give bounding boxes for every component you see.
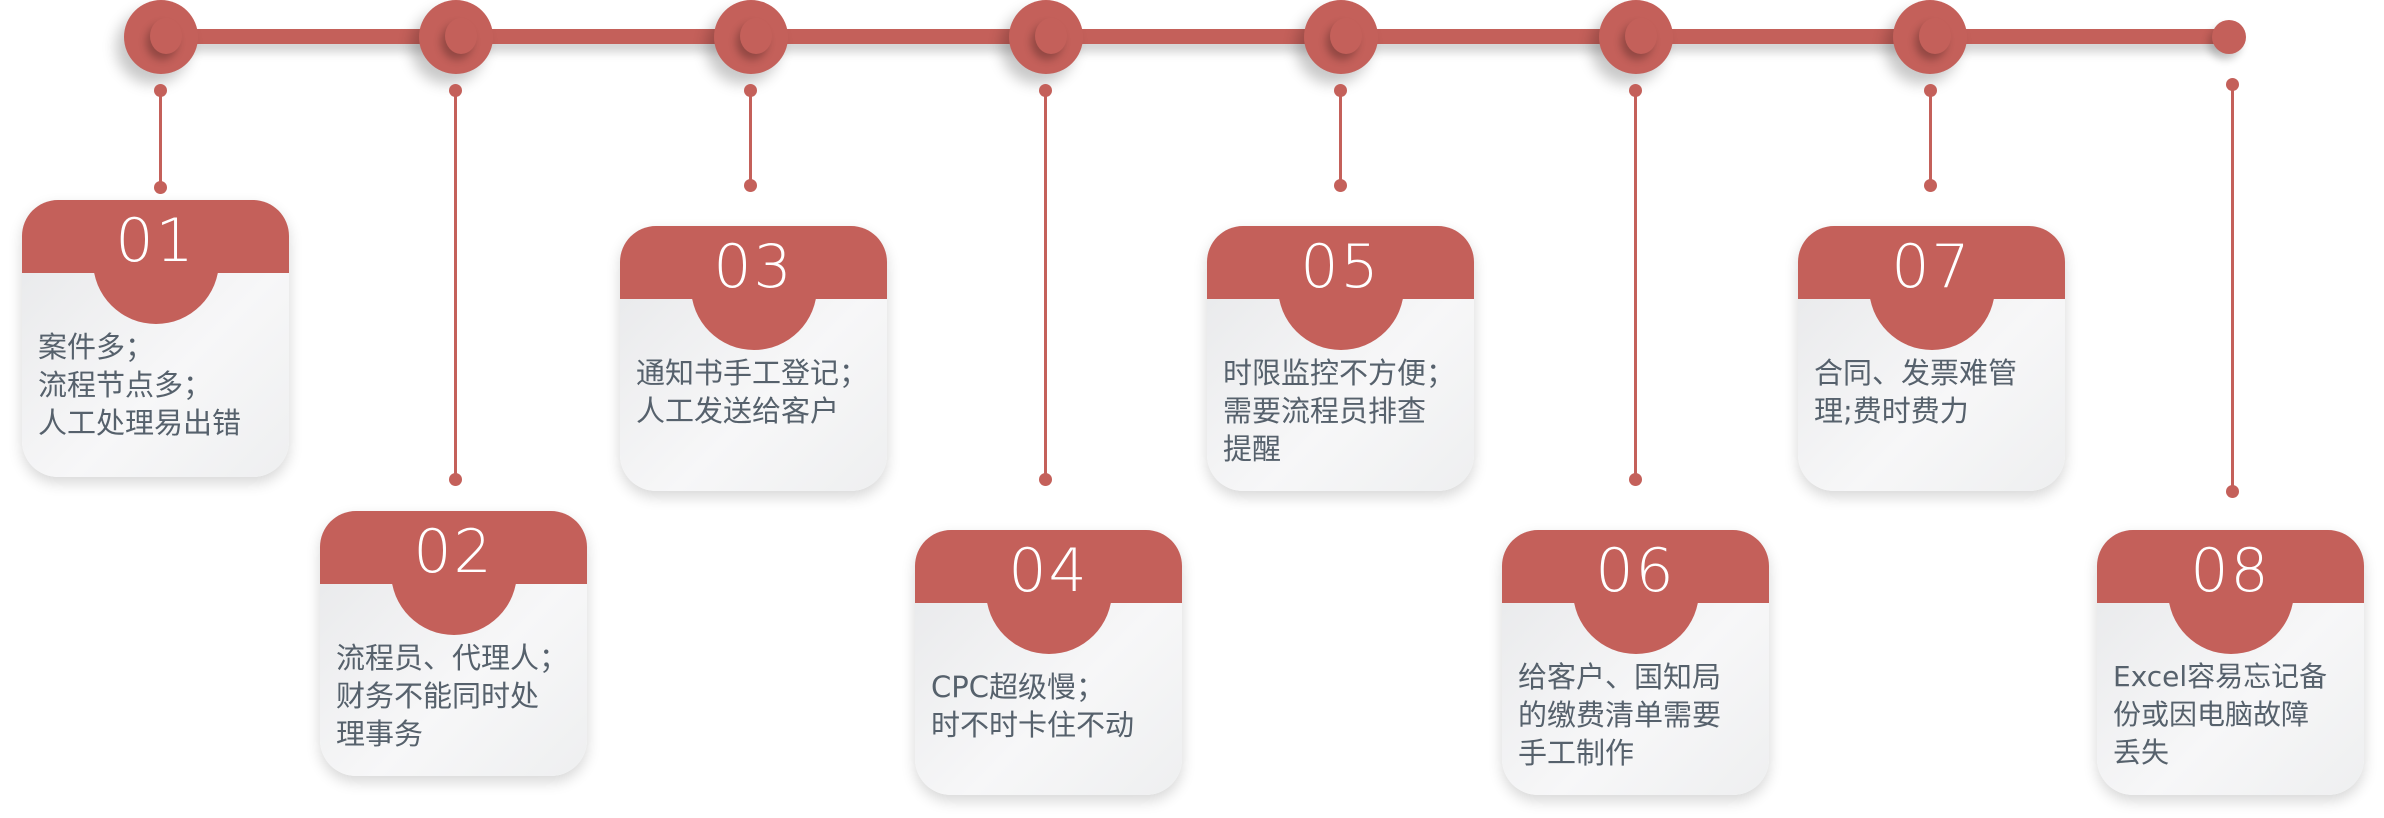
step-card-03: 03 通知书手工登记； 人工发送给客户 <box>620 226 887 491</box>
step-number: 06 <box>1595 536 1676 606</box>
connector-7 <box>1924 84 1937 192</box>
timeline-node-2 <box>419 0 493 74</box>
step-card-04: 04 CPC超级慢； 时不时卡住不动 <box>915 530 1182 795</box>
connector-4 <box>1039 84 1052 486</box>
connector-3 <box>744 84 757 192</box>
step-text: 给客户、国知局 的缴费清单需要 手工制作 <box>1518 660 1722 770</box>
timeline-line <box>150 29 2230 44</box>
step-number: 08 <box>2190 536 2271 606</box>
timeline-node-1 <box>124 0 198 74</box>
connector-1 <box>154 84 167 194</box>
timeline-node-4 <box>1009 0 1083 74</box>
step-text: 合同、发票难管 理;费时费力 <box>1814 356 2018 428</box>
step-text: CPC超级慢； 时不时卡住不动 <box>931 670 1135 742</box>
step-number: 04 <box>1008 536 1089 606</box>
timeline-node-3 <box>714 0 788 74</box>
step-number: 05 <box>1300 232 1381 302</box>
step-card-01: 01 案件多； 流程节点多； 人工处理易出错 <box>22 200 289 477</box>
step-text: 流程员、代理人； 财务不能同时处 理事务 <box>336 641 569 751</box>
step-number: 02 <box>413 517 494 587</box>
step-text: 案件多； 流程节点多； 人工处理易出错 <box>38 330 242 440</box>
step-card-08: 08 Excel容易忘记备 份或因电脑故障 丢失 <box>2097 530 2364 795</box>
step-card-05: 05 时限监控不方便； 需要流程员排查 提醒 <box>1207 226 1474 491</box>
timeline-end-dot <box>2212 20 2246 54</box>
step-text: 时限监控不方便； 需要流程员排查 提醒 <box>1223 356 1456 466</box>
step-card-07: 07 合同、发票难管 理;费时费力 <box>1798 226 2065 491</box>
timeline-node-5 <box>1304 0 1378 74</box>
step-number: 03 <box>713 232 794 302</box>
step-card-06: 06 给客户、国知局 的缴费清单需要 手工制作 <box>1502 530 1769 795</box>
step-number: 07 <box>1891 232 1972 302</box>
step-card-02: 02 流程员、代理人； 财务不能同时处 理事务 <box>320 511 587 776</box>
connector-5 <box>1334 84 1347 192</box>
connector-2 <box>449 84 462 486</box>
timeline-node-6 <box>1599 0 1673 74</box>
step-number: 01 <box>115 206 196 276</box>
connector-6 <box>1629 84 1642 486</box>
connector-8 <box>2226 78 2239 498</box>
timeline-node-7 <box>1893 0 1967 74</box>
step-text: 通知书手工登记； 人工发送给客户 <box>636 356 869 428</box>
step-text: Excel容易忘记备 份或因电脑故障 丢失 <box>2113 660 2328 769</box>
